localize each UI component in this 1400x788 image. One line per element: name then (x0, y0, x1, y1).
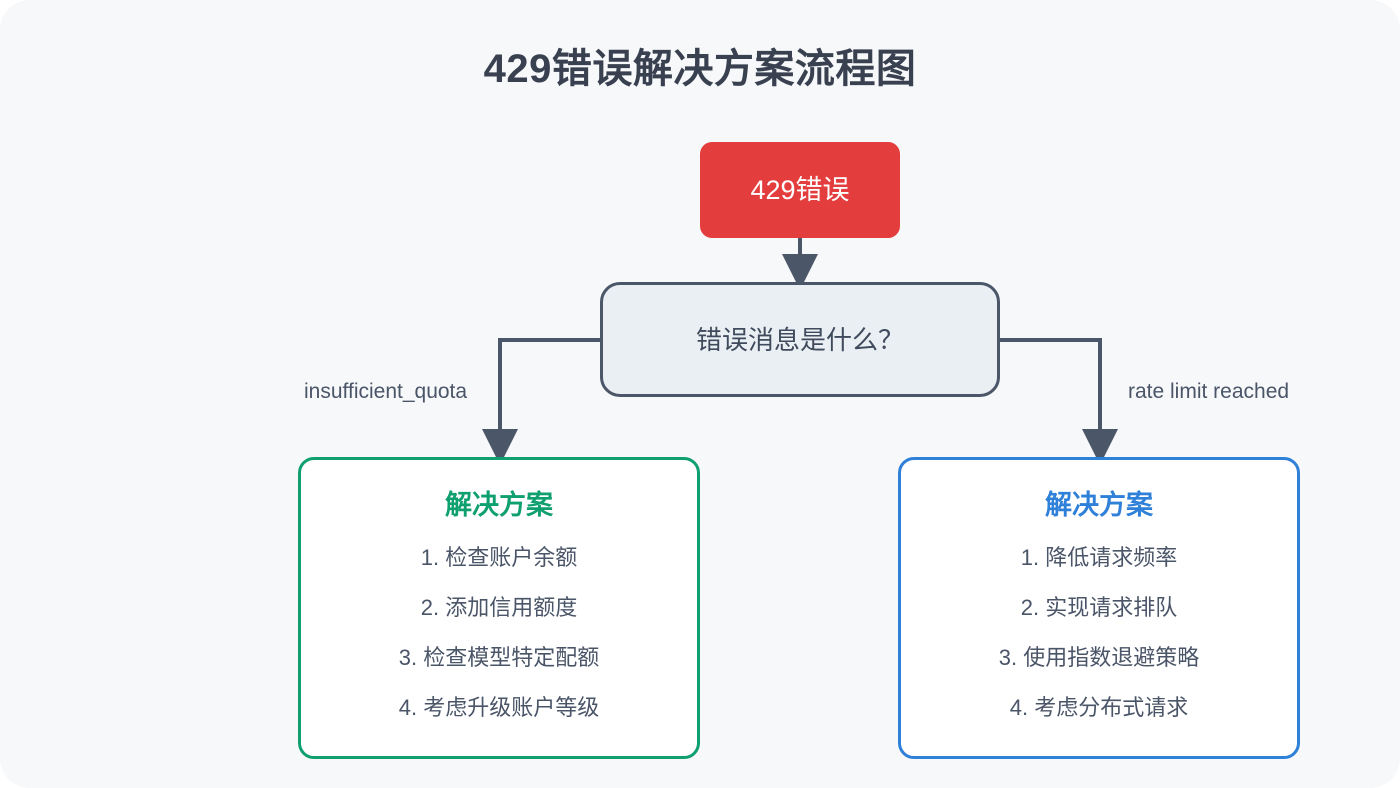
list-item: 3. 检查模型特定配额 (398, 645, 600, 670)
list-item: 2. 添加信用额度 (420, 595, 578, 620)
edge-decision-to-right (1000, 338, 1118, 465)
node-decision-error-message[interactable]: 错误消息是什么？ (600, 282, 1000, 397)
node-429-error-label: 429错误 (750, 174, 850, 205)
node-solution-quota[interactable]: 解决方案 1. 检查账户余额 2. 添加信用额度 3. 检查模型特定配额 4. … (298, 457, 700, 759)
node-solution-rate-limit[interactable]: 解决方案 1. 降低请求频率 2. 实现请求排队 3. 使用指数退避策略 4. … (898, 457, 1300, 759)
edge-label-insufficient-quota: insufficient_quota (304, 380, 468, 403)
page-title: 429错误解决方案流程图 (483, 47, 917, 91)
node-429-error[interactable]: 429错误 (700, 142, 900, 238)
list-item: 1. 检查账户余额 (420, 545, 578, 570)
solution-quota-list: 1. 检查账户余额 2. 添加信用额度 3. 检查模型特定配额 4. 考虑升级账… (301, 547, 697, 719)
edge-decision-to-left (482, 338, 600, 465)
list-item: 2. 实现请求排队 (1020, 595, 1178, 620)
list-item: 1. 降低请求频率 (1020, 545, 1178, 570)
list-item: 4. 考虑升级账户等级 (398, 695, 600, 720)
solution-rate-limit-list: 1. 降低请求频率 2. 实现请求排队 3. 使用指数退避策略 4. 考虑分布式… (901, 547, 1297, 719)
solution-rate-limit-heading: 解决方案 (1045, 490, 1153, 520)
edge-label-rate-limit-reached: rate limit reached (1128, 380, 1290, 403)
list-item: 4. 考虑分布式请求 (1009, 695, 1189, 720)
node-decision-label: 错误消息是什么？ (695, 324, 904, 355)
solution-quota-heading: 解决方案 (445, 490, 553, 520)
list-item: 3. 使用指数退避策略 (998, 645, 1200, 670)
